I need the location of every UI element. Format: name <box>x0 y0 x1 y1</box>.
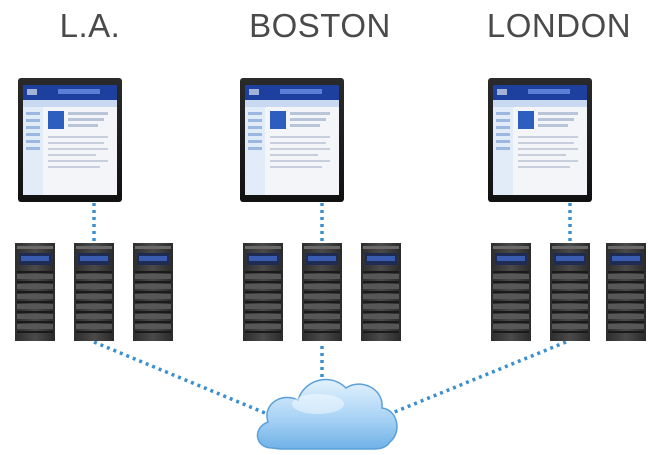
site-label-london: LONDON <box>486 7 632 44</box>
cloud-icon <box>256 378 398 450</box>
server-rack-icon-london-2 <box>550 243 590 341</box>
server-rack-icon-london-1 <box>491 243 531 341</box>
connector-london-cloud <box>391 340 567 415</box>
connector-lines <box>92 203 572 415</box>
server-rack-icon-la-2 <box>74 243 114 341</box>
server-rack-icon-la-1 <box>15 243 55 341</box>
server-rack-icon-boston-1 <box>243 243 283 341</box>
server-rack-icon-boston-3 <box>361 243 401 341</box>
monitor-icon-boston <box>240 78 344 202</box>
connector-la-cloud <box>93 340 266 415</box>
monitor-icon-la <box>18 78 122 202</box>
site-label-boston: BOSTON <box>249 7 391 44</box>
site-label-la: L.A. <box>59 7 121 44</box>
monitor-icon-london <box>488 78 592 202</box>
server-rack-icon-la-3 <box>133 243 173 341</box>
server-rack-icon-london-3 <box>606 243 646 341</box>
server-rack-icon-boston-2 <box>302 243 342 341</box>
